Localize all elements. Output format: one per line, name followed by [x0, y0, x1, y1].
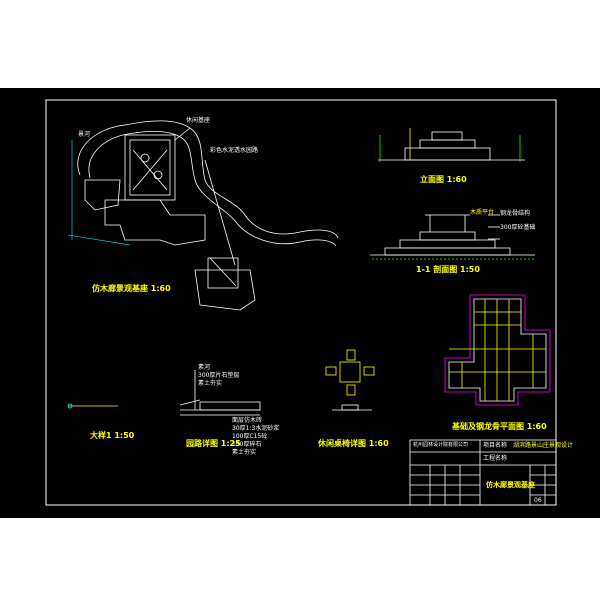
plan-view-title: 仿木廊景观基座 1:60	[92, 284, 171, 293]
title-block-company: 杭州园林设计院有限公司	[413, 442, 469, 448]
path-note-3: 素土夯实	[198, 380, 223, 387]
path-note-2: 300厚片石垫层	[198, 372, 240, 379]
bench-detail	[325, 349, 375, 411]
elevation-view	[378, 128, 525, 162]
path-layer-3: 100厚C15砼	[232, 433, 268, 440]
detail-a	[67, 403, 118, 409]
plan-top-note: 休闲基座	[186, 117, 211, 124]
path-layer-4: 150厚碎石	[232, 441, 262, 448]
section-note-a: 木质平台	[470, 209, 495, 216]
path-layer-5: 素土夯实	[232, 449, 257, 456]
elevation-view-title: 立面图 1:60	[420, 175, 467, 184]
drawing-background	[0, 88, 600, 518]
title-block-sheet-no: 06	[534, 497, 542, 504]
plan-mid-note: 彩色水泥透水园路	[210, 147, 259, 154]
title-block-project-name: 湖滨路景山庄景观设计	[513, 442, 574, 449]
title-block-drawing-name: 仿木廊景观基座	[486, 481, 535, 489]
sheet-border	[45, 99, 557, 506]
path-detail	[179, 370, 261, 416]
section-view-title: 1-1 剖面图 1:50	[416, 265, 480, 274]
foundation-plan-title: 基础及钢龙骨平面图 1:60	[452, 422, 547, 431]
title-block-project-label: 项目名称	[483, 442, 508, 449]
title-block	[409, 439, 557, 506]
path-note-1: 素河	[198, 364, 211, 371]
title-block-drawing-label: 工程名称	[483, 455, 508, 462]
path-layer-2: 30厚1:3水泥砂浆	[232, 425, 280, 432]
bench-detail-title: 休闲桌椅详图 1:60	[318, 439, 389, 448]
section-note-b: 钢龙骨结构	[500, 210, 531, 217]
path-layer-1: 面层仿木砖	[232, 417, 263, 424]
section-view	[370, 214, 535, 260]
section-note-c: 300厚砼基础	[500, 224, 536, 231]
plan-view	[67, 120, 339, 311]
detail-a-title: 大样1 1:50	[90, 431, 135, 440]
foundation-plan	[444, 294, 551, 406]
plan-left-note: 景河	[78, 131, 91, 138]
path-detail-title: 园路详图 1:25	[186, 439, 241, 448]
